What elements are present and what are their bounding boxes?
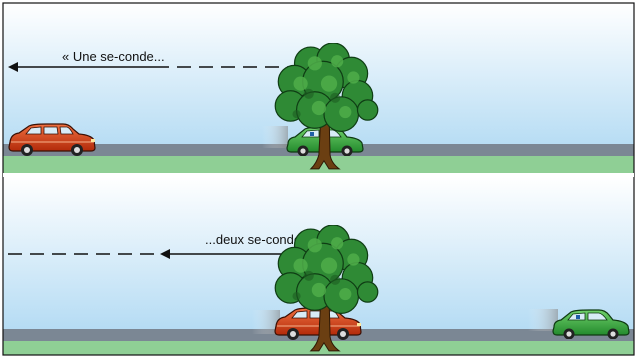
arrow-head-left-icon [160, 249, 170, 259]
motion-blur-bottom-green [528, 309, 558, 331]
panel-top: « Une se-conde... [3, 3, 634, 173]
motion-blur-top [262, 126, 288, 148]
arrow-head-left-icon [8, 62, 18, 72]
caption-top: « Une se-conde... [62, 49, 165, 64]
caption-bottom: ...deux se-condes » [205, 232, 318, 247]
panel-bottom: ...deux se-condes » [3, 177, 634, 355]
